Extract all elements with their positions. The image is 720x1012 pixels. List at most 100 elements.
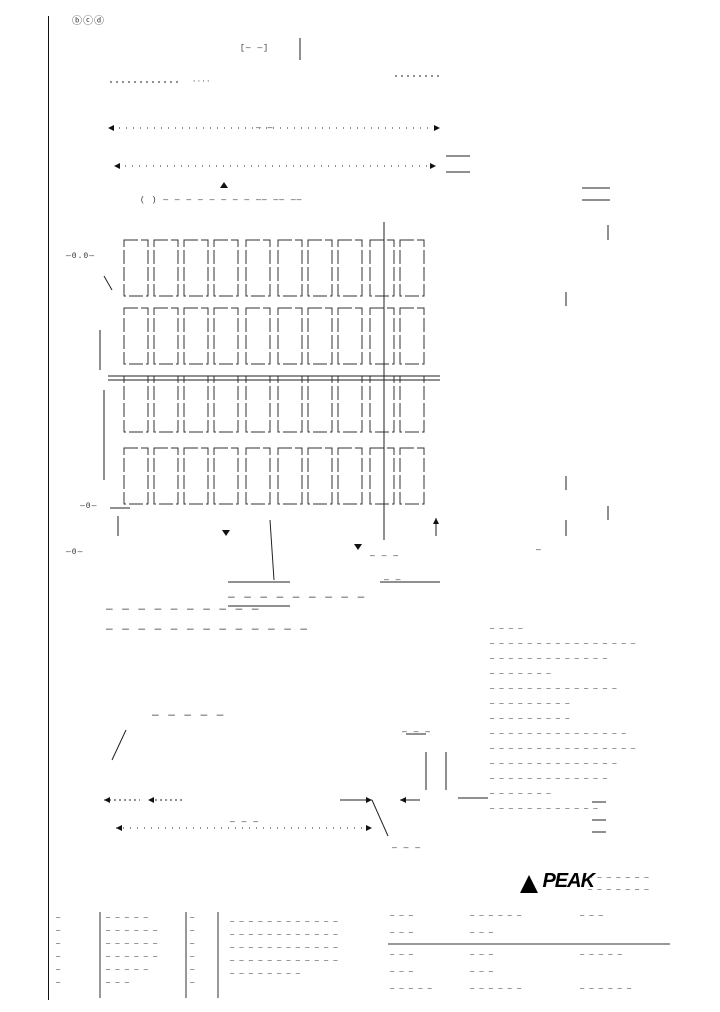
note-line: — — — — <box>490 625 523 633</box>
title-block-cell: — — — — — — — — — — — — <box>230 957 339 965</box>
title-block-cell: — — — <box>390 912 414 920</box>
right-note: — <box>536 546 542 555</box>
note-line: — — — — — — — <box>490 790 552 798</box>
title-block-cell: — — — <box>580 912 604 920</box>
title-block-cell: — — — — — — <box>580 985 632 993</box>
title-block-lines <box>99 912 670 998</box>
date-column: —————— <box>190 912 216 990</box>
grid-cell <box>307 375 333 433</box>
grid-cell <box>183 239 209 297</box>
grid-cell <box>183 375 209 433</box>
lower-right-label: — — — <box>392 844 422 853</box>
note-line: — — — — — — — — — — — — — — — <box>490 730 627 738</box>
title-block-cell: — — — <box>390 968 414 976</box>
grid-cell <box>123 239 149 297</box>
title-block-cell: — <box>56 966 61 974</box>
note-line: — — — — — — — — — — — — — — — — <box>490 745 636 753</box>
grid-cell <box>337 447 363 505</box>
title-block-cell: — — — — — — <box>106 940 158 948</box>
spec-column: — — — — — — — — — — — — — — — — — — — — —… <box>230 916 380 981</box>
bottom-right-label: — — <box>384 576 402 585</box>
grid-cell <box>183 447 209 505</box>
leader-line <box>103 275 113 291</box>
title-block-row: — — — — — — — — — — — — <box>390 912 670 929</box>
cell-grid <box>123 239 425 505</box>
title-block-cell: — — — <box>390 951 414 959</box>
grid-cell <box>277 447 303 505</box>
arrowheads <box>104 125 440 831</box>
grid-cell <box>337 307 363 365</box>
title-block-cell: — — — — — — — — <box>230 970 301 978</box>
grid-cell <box>123 447 149 505</box>
leader-line <box>111 729 127 761</box>
title-block-cell: — — — — — <box>106 966 149 974</box>
title-block-cell: — <box>56 953 61 961</box>
title-block-cell: — <box>190 927 195 935</box>
title-block-cell: — — — — — — — — — — — — <box>230 918 339 926</box>
grid-cell <box>399 375 425 433</box>
grid-cell <box>245 239 271 297</box>
note-line: — — — — — — — <box>490 670 552 678</box>
note-line: — — — — — — — — — — — — <box>490 805 599 813</box>
grid-cell <box>337 375 363 433</box>
mountain-icon <box>520 875 538 893</box>
revision-column: — — — — — — <box>56 912 98 990</box>
lower-small-label: — — — <box>402 728 432 737</box>
grid-cell <box>307 307 333 365</box>
note-line: — — — — — — — — — — — — — <box>490 775 608 783</box>
title-block-cell: — <box>190 914 195 922</box>
section-caption-line2: — — — — — — — — — — — — — <box>106 624 309 636</box>
title-block-cell: — <box>190 966 195 974</box>
title-block-cell: — <box>190 979 195 987</box>
title-block-cell: — — — <box>470 929 494 937</box>
company-tagline-2: — — — — — — — <box>588 886 650 894</box>
grid-cell <box>213 239 239 297</box>
title-block-cell: — — — <box>106 979 130 987</box>
note-line: — — — — — — — — — <box>490 715 570 723</box>
left-callout-b: —0— <box>80 502 98 511</box>
title-block-cell: — — — — — — <box>470 912 522 920</box>
note-line: — — — — — — — — — — — — — — <box>490 685 617 693</box>
title-block-cell: — <box>56 979 61 987</box>
grid-cell <box>123 307 149 365</box>
grid-cell <box>277 375 303 433</box>
grid-cell <box>369 307 395 365</box>
center-dim-label: — — <box>256 124 274 133</box>
title-block-cell: — <box>56 927 61 935</box>
grid-cell <box>245 375 271 433</box>
block-label: — — — — — — — — — <box>228 592 366 604</box>
grid-cell <box>277 239 303 297</box>
title-block-cell: — <box>56 940 61 948</box>
grid-cell <box>369 447 395 505</box>
grid-cell <box>153 239 179 297</box>
title-block-row: — — — — — — — — — — — <box>390 951 670 968</box>
title-block-row: — — — — — — <box>390 968 670 985</box>
title-block-cell: — <box>56 914 61 922</box>
note-line: — — — — — — — — — <box>490 700 570 708</box>
title-block-cell: — — — — — — <box>106 953 158 961</box>
company-logo: PEAK <box>520 870 595 893</box>
title-block-cell: — — — <box>470 951 494 959</box>
grid-cell <box>245 307 271 365</box>
title-block-cell: — — — — — — <box>470 985 522 993</box>
title-block-cell: — — — — — — — — — — — — <box>230 931 339 939</box>
title-block-cell: — — — — — <box>580 951 623 959</box>
title-block-cell: — — — <box>470 968 494 976</box>
title-block-row: — — —— — — <box>390 929 670 951</box>
company-name: PEAK <box>542 870 595 892</box>
section-caption-line1: — — — — — — — — — — <box>106 604 260 616</box>
grid-cell <box>213 307 239 365</box>
grid-cell <box>153 307 179 365</box>
title-block-cell: — — — — — — <box>106 927 158 935</box>
leader-line <box>371 799 389 837</box>
top-small-label: ···· <box>192 78 211 86</box>
note-line: — — — — — — — — — — — — — — <box>490 760 617 768</box>
grid-cell <box>245 447 271 505</box>
description-column: — — — — — — — — — — — — — — — — — — — — — —… <box>106 912 184 990</box>
title-block-table: — — —— — — — — —— — —— — —— — —— — —— — … <box>390 912 670 1002</box>
left-callout-a: —0.0— <box>66 252 96 261</box>
title-block-cell: — — — — — <box>390 985 433 993</box>
grid-cell <box>307 239 333 297</box>
grid-cell <box>307 447 333 505</box>
